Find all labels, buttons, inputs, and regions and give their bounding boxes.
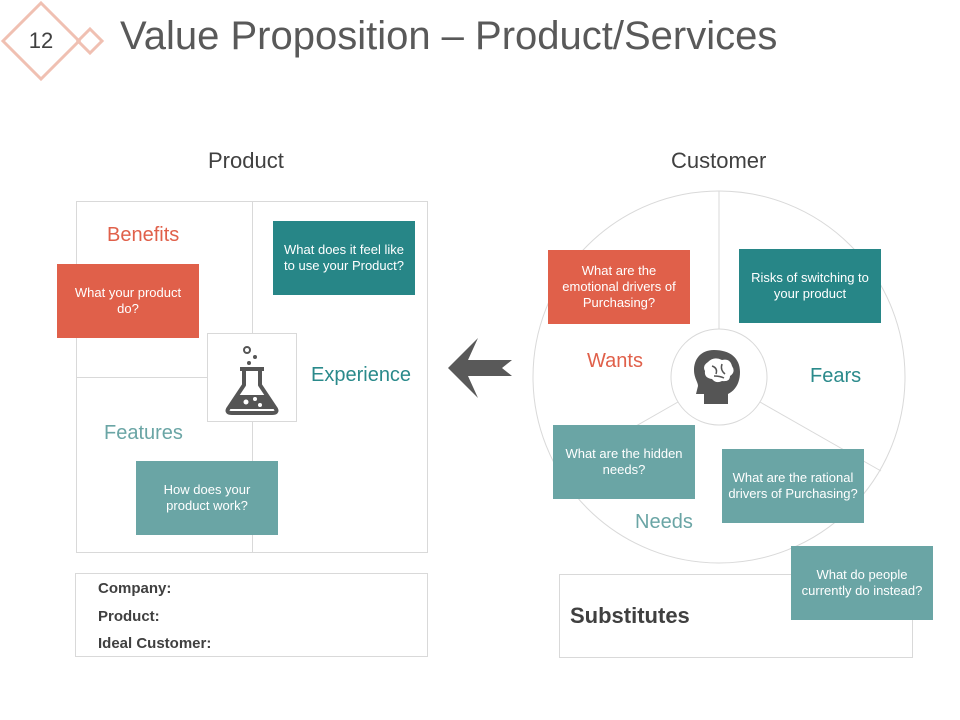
benefits-label: Benefits [107,224,180,246]
flask-icon-frame [207,333,297,422]
wants-box: What are the emotional drivers of Purcha… [548,250,690,324]
slide-number-badge [0,0,110,90]
experience-box: What does it feel like to use your Produ… [273,221,415,295]
experience-label: Experience [311,364,412,386]
company-field-label: Company: [98,580,172,597]
brain-head-icon [692,348,744,406]
needs-rational-box: What are the rational drivers of Purchas… [722,449,864,523]
product-heading: Product [208,148,284,173]
page-title: Value Proposition – Product/Services [120,14,778,58]
product-field-label: Product: [98,608,160,625]
customer-heading: Customer [671,148,767,173]
fears-label: Fears [810,365,862,387]
slide-number: 12 [28,28,54,53]
product-divider-horizontal [76,377,252,378]
ideal-customer-field-label: Ideal Customer: [98,635,212,652]
substitutes-box: What do people currently do instead? [791,546,933,620]
fears-box: Risks of switching to your product [739,249,881,323]
arrow-left-icon [446,338,514,398]
features-label: Features [104,422,183,444]
substitutes-label: Substitutes [570,603,690,628]
needs-label: Needs [635,511,693,533]
wants-label: Wants [587,350,643,372]
info-panel [75,573,428,657]
benefits-box: What your product do? [57,264,199,338]
needs-hidden-box: What are the hidden needs? [553,425,695,499]
features-box: How does your product work? [136,461,278,535]
flask-icon [225,345,279,415]
